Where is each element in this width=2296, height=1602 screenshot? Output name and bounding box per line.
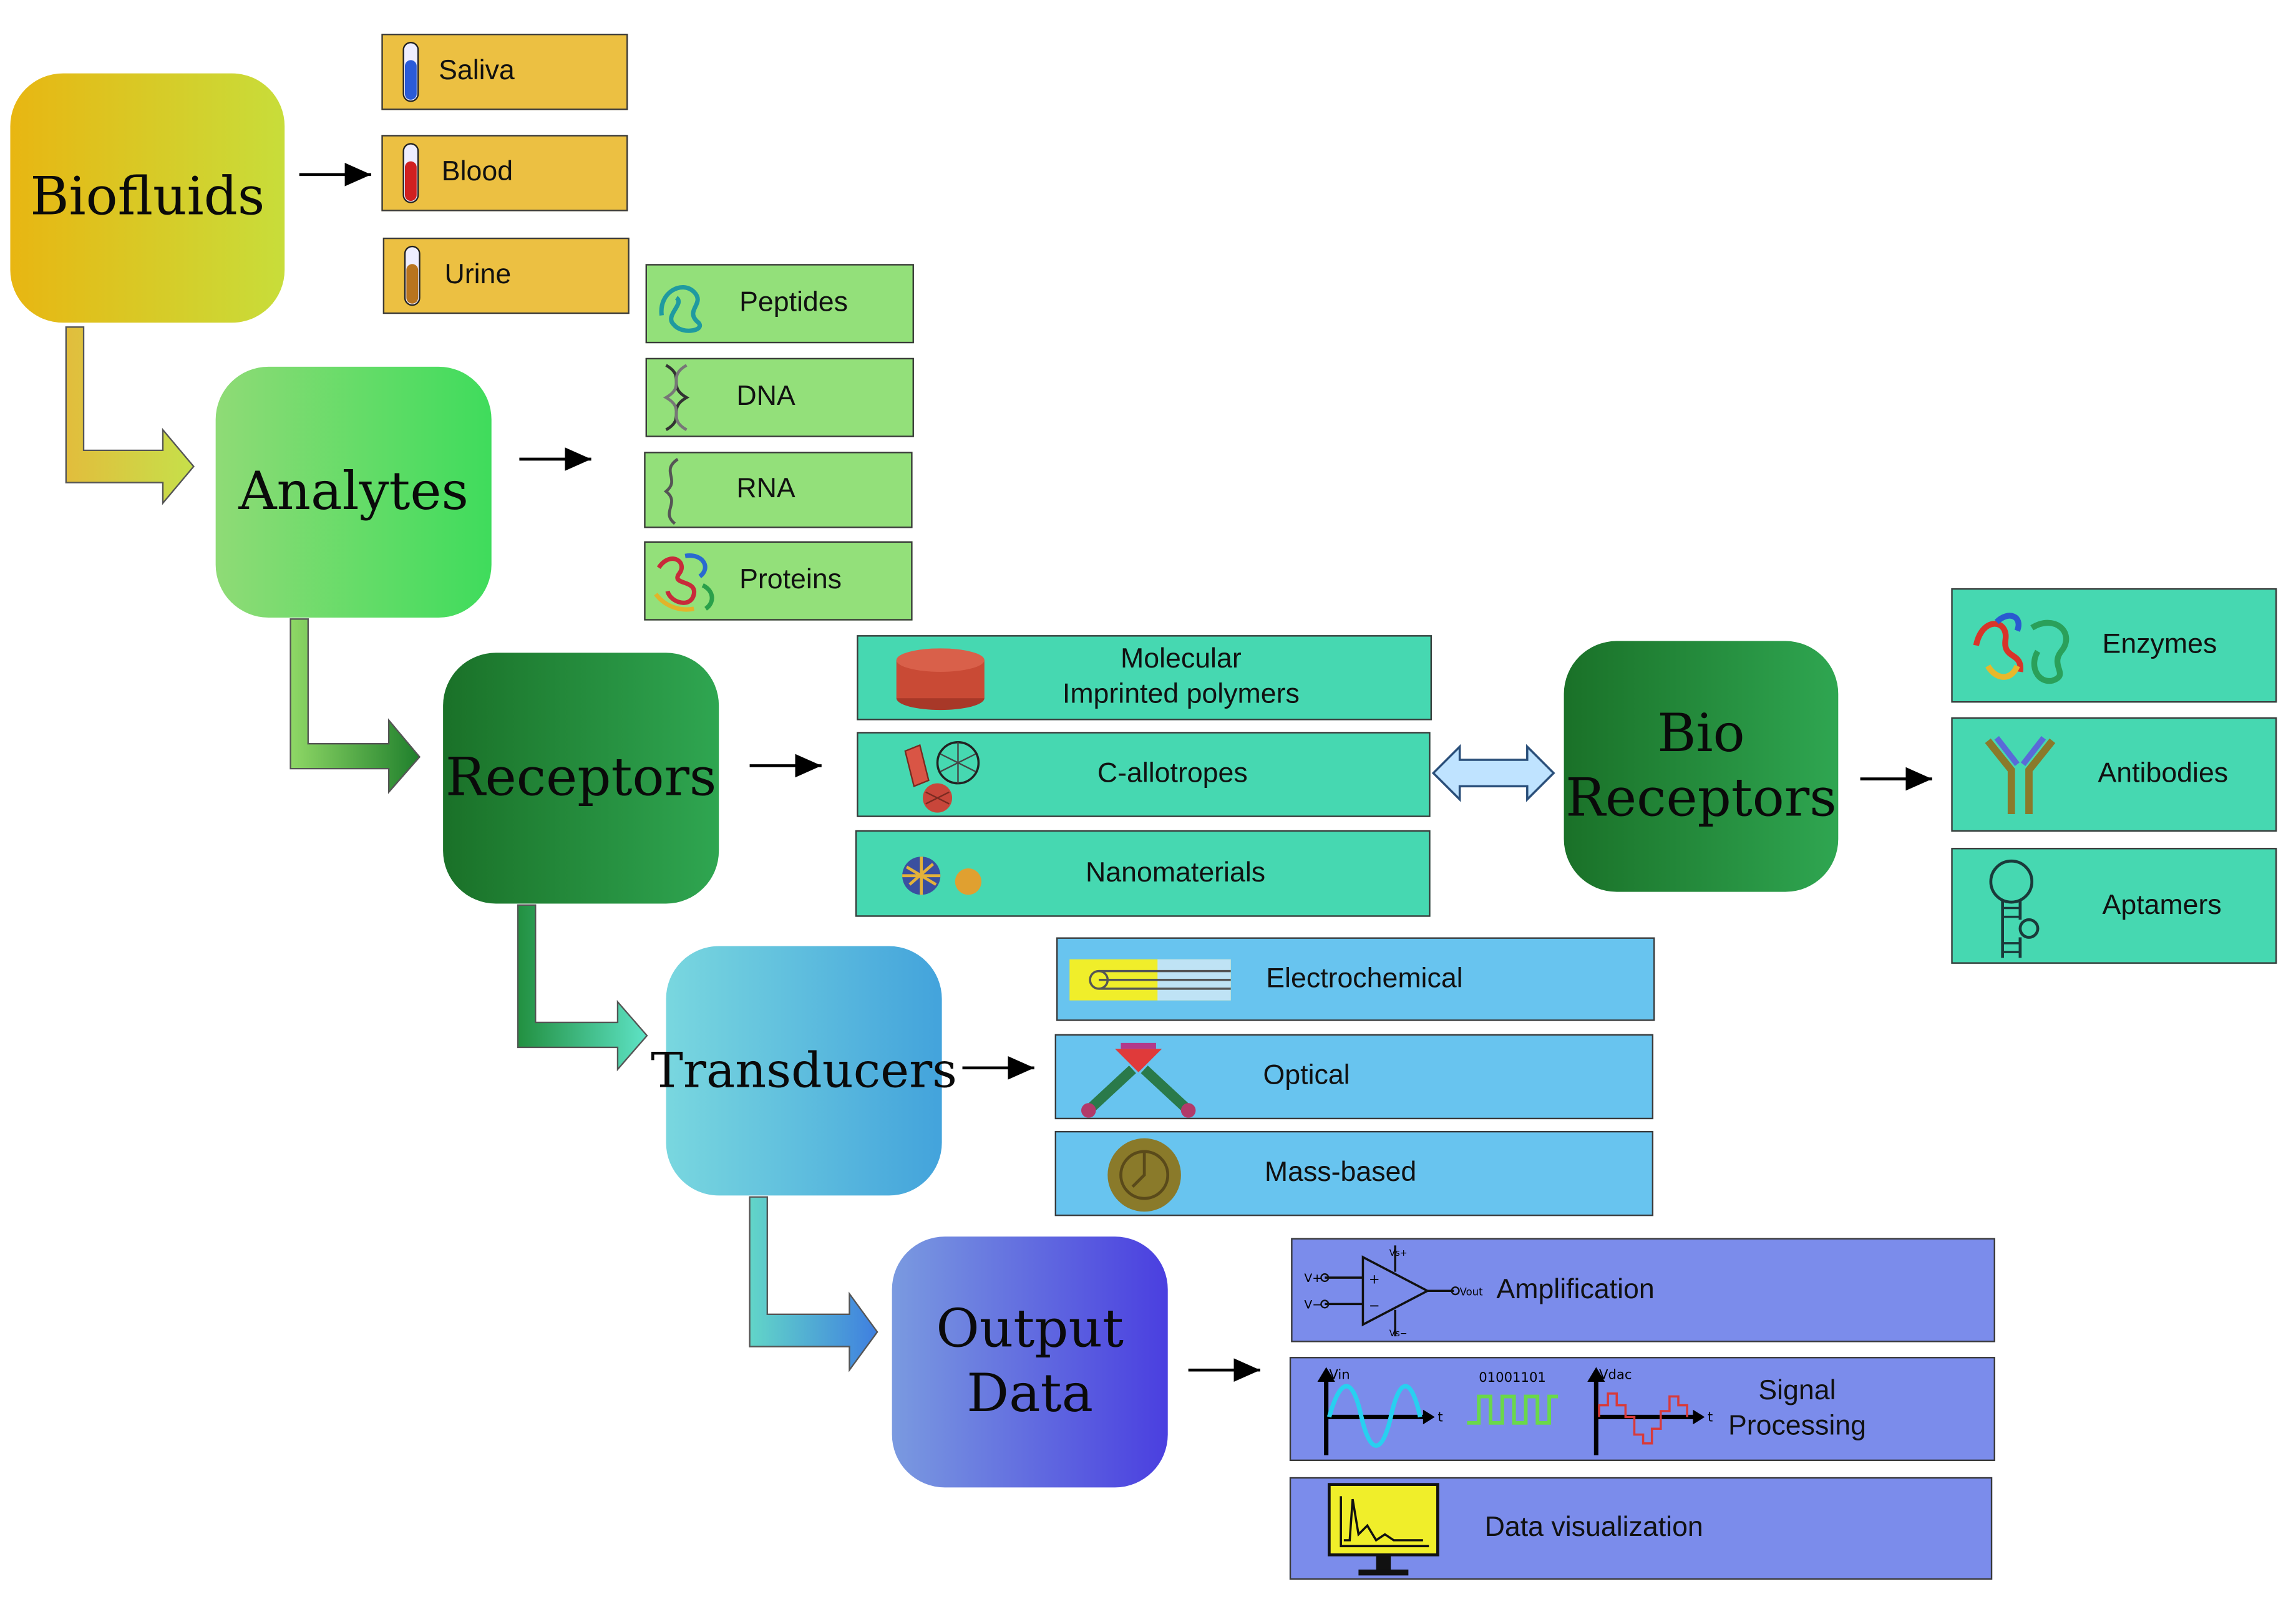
analyte-box-rna: RNA xyxy=(644,452,913,528)
mip-label-line2: Imprinted polymers xyxy=(1062,679,1300,711)
transducer-box-mass-based: Mass-based xyxy=(1054,1130,1654,1216)
aptamer-icon xyxy=(1989,859,2040,958)
output-label: Amplification xyxy=(1496,1274,1655,1305)
svg-text:+: + xyxy=(1369,1271,1380,1286)
bioreceptor-label: Antibodies xyxy=(2098,758,2229,790)
analyte-label: DNA xyxy=(736,381,795,412)
hub-receptors-label: Receptors xyxy=(445,747,717,808)
analyte-box-peptides: Peptides xyxy=(645,264,914,344)
signal-label-line1: Signal xyxy=(1758,1376,1836,1407)
analyte-box-dna: DNA xyxy=(645,357,914,437)
flow-arrow-analytes-receptors xyxy=(289,618,421,794)
transducer-label: Electrochemical xyxy=(1266,963,1463,994)
receptor-box-nanomaterials: Nanomaterials xyxy=(855,830,1431,917)
hub-output-line2: Data xyxy=(966,1363,1094,1424)
polymer-cylinder-icon xyxy=(896,648,985,711)
hub-bioreceptors: Bio Receptors xyxy=(1564,641,1839,892)
rna-icon xyxy=(663,458,679,525)
hub-analytes: Analytes xyxy=(215,366,492,618)
biofluid-box-urine: Urine xyxy=(382,237,630,314)
electrode-strip-icon xyxy=(1069,959,1231,1001)
output-box-signal-processing: Vin t 01001101 Vdac t Signal Processing xyxy=(1289,1357,1995,1461)
vs-plus-label: Vs+ xyxy=(1389,1248,1408,1258)
signal-chain-icon: Vin t 01001101 Vdac t xyxy=(1317,1366,1713,1455)
bioreceptor-label: Aptamers xyxy=(2102,890,2222,921)
biofluid-label: Urine xyxy=(444,260,512,291)
flow-arrow-biofluids-analytes xyxy=(65,326,195,505)
vplus-label: V+ xyxy=(1304,1272,1322,1285)
vdac-label: Vdac xyxy=(1599,1366,1632,1382)
hub-bioreceptors-line2: Receptors xyxy=(1565,767,1837,828)
hub-transducers: Transducers xyxy=(651,946,957,1196)
peptide-icon xyxy=(659,285,703,333)
biofluid-box-saliva: Saliva xyxy=(381,34,628,110)
nanomaterials-label: Nanomaterials xyxy=(1086,857,1266,888)
analyte-label: RNA xyxy=(736,473,795,505)
hub-receptors: Receptors xyxy=(443,653,719,904)
vout-label: Vout xyxy=(1460,1286,1483,1298)
hub-biofluids: Biofluids xyxy=(10,73,285,323)
biofluid-box-blood: Blood xyxy=(381,135,628,211)
output-box-data-visualization: Data visualization xyxy=(1289,1477,1993,1580)
monitor-icon xyxy=(1328,1483,1439,1576)
enzyme-icon xyxy=(1973,613,2070,684)
svg-text:−: − xyxy=(1369,1298,1380,1313)
hub-output-line1: Output xyxy=(936,1300,1124,1361)
transducer-label: Mass-based xyxy=(1264,1157,1417,1188)
test-tube-icon xyxy=(404,245,421,306)
vin-label: Vin xyxy=(1329,1366,1350,1382)
optical-setup-icon xyxy=(1081,1042,1196,1118)
receptor-box-callotropes: C-allotropes xyxy=(857,732,1431,817)
bits-label: 01001101 xyxy=(1479,1369,1546,1385)
bioreceptor-label: Enzymes xyxy=(2102,629,2217,661)
op-amp-icon: + − V+ V− Vs+ Vs− Vout xyxy=(1304,1245,1483,1339)
nanoparticle-icon xyxy=(902,857,982,895)
output-label: Data visualization xyxy=(1484,1512,1703,1543)
bioreceptor-box-enzymes: Enzymes xyxy=(1951,588,2277,703)
t2-label: t xyxy=(1708,1409,1713,1425)
hub-output-data: Output Data xyxy=(892,1236,1168,1488)
quartz-crystal-icon xyxy=(1107,1138,1181,1212)
callotropes-label: C-allotropes xyxy=(1097,758,1248,790)
dna-icon xyxy=(663,364,690,432)
antibody-icon xyxy=(1985,735,2056,815)
t-label: t xyxy=(1437,1409,1442,1425)
transducer-box-electrochemical: Electrochemical xyxy=(1056,937,1655,1021)
transducer-label: Optical xyxy=(1263,1061,1350,1092)
hub-transducers-label: Transducers xyxy=(651,1041,957,1099)
fullerene-nanotube-icon xyxy=(904,741,980,813)
analyte-box-proteins: Proteins xyxy=(644,541,913,621)
bioreceptor-box-antibodies: Antibodies xyxy=(1951,717,2277,832)
hub-bioreceptors-line1: Bio xyxy=(1657,704,1745,765)
output-box-amplification: + − V+ V− Vs+ Vs− Vout Amplification xyxy=(1291,1238,1995,1342)
flow-arrow-receptors-transducers xyxy=(517,904,648,1072)
vs-minus-label: Vs− xyxy=(1389,1329,1408,1339)
hub-biofluids-label: Biofluids xyxy=(30,168,265,228)
analyte-label: Peptides xyxy=(739,287,848,319)
vminus-label: V− xyxy=(1304,1298,1322,1311)
receptor-box-mip: Molecular Imprinted polymers xyxy=(857,635,1432,721)
protein-icon xyxy=(654,553,714,612)
transducer-box-optical: Optical xyxy=(1054,1034,1654,1120)
bioreceptor-box-aptamers: Aptamers xyxy=(1951,848,2277,964)
mip-label-line1: Molecular xyxy=(1121,644,1242,676)
hub-analytes-label: Analytes xyxy=(238,462,469,522)
test-tube-icon xyxy=(402,42,419,102)
double-arrow-receptors-bio xyxy=(1431,744,1555,802)
biofluid-label: Blood xyxy=(441,157,513,188)
biofluid-label: Saliva xyxy=(439,56,515,87)
flow-arrow-transducers-output xyxy=(749,1196,878,1372)
test-tube-icon xyxy=(402,143,419,203)
signal-label-line2: Processing xyxy=(1728,1410,1866,1442)
analyte-label: Proteins xyxy=(739,565,842,596)
